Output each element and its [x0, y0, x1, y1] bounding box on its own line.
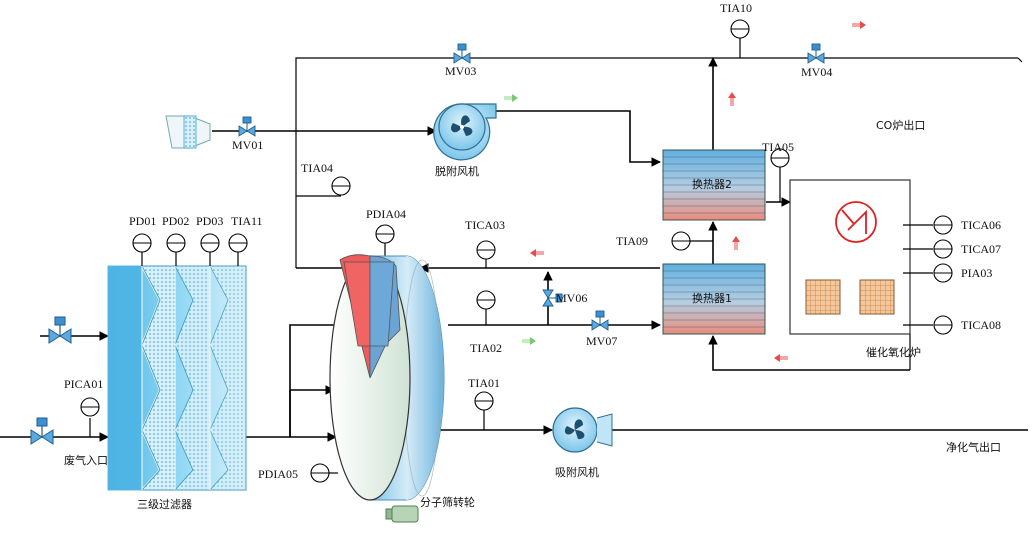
flow-arrow-hot [732, 236, 740, 250]
pd03-instrument[interactable] [200, 233, 220, 253]
adsorption-fan[interactable] [552, 407, 613, 453]
flow-arrow-clean [522, 337, 536, 345]
flow-arrow-hot [728, 92, 736, 106]
tica03-label: TICA03 [465, 218, 505, 232]
adsorption-fan-label: 吸附风机 [555, 465, 599, 479]
heat-exchanger-2[interactable] [662, 149, 766, 221]
tica07-instrument[interactable] [933, 239, 953, 259]
catalyst-bed-icon [805, 279, 841, 315]
tia09-instrument[interactable] [671, 231, 691, 251]
mv07-label: MV07 [586, 334, 617, 348]
pia03-instrument[interactable] [933, 263, 953, 283]
tia02-instrument[interactable] [476, 290, 496, 310]
mv06-label: MV06 [556, 291, 587, 305]
mv03-valve[interactable] [453, 43, 471, 64]
top-bypass-pipe [295, 57, 1018, 268]
pdia04-instrument[interactable] [375, 224, 395, 244]
co-furnace-outlet-label: CO炉出口 [876, 118, 925, 132]
tica06-instrument[interactable] [933, 215, 953, 235]
tia01-label: TIA01 [468, 376, 500, 390]
tia01-instrument[interactable] [474, 391, 494, 411]
fresh-air-filter-icon [165, 115, 211, 149]
tia11-label: TIA11 [231, 214, 263, 228]
flow-arrow-clean [504, 94, 518, 102]
tia04-instrument[interactable] [331, 176, 351, 196]
pdia05-instrument[interactable] [310, 463, 330, 483]
oxidizer-instrument-taps [903, 224, 933, 326]
molecular-sieve-wheel-label: 分子筛转轮 [420, 495, 475, 509]
tia09-label: TIA09 [616, 234, 648, 248]
top-bypass-end [1017, 57, 1023, 63]
tica03-instrument[interactable] [476, 240, 496, 260]
waste-gas-inlet-label: 废气入口 [64, 453, 108, 467]
heat-exchanger-2-label: 换热器2 [692, 177, 732, 191]
pia03-label: PIA03 [961, 266, 992, 280]
three-stage-filter-label: 三级过滤器 [137, 498, 192, 511]
aux-inlet-valve[interactable] [48, 316, 72, 344]
tica06-label: TICA06 [961, 218, 1001, 232]
tia04-label: TIA04 [301, 161, 333, 175]
tia05-label: TIA05 [762, 140, 794, 154]
clean-gas-outlet-label: 净化气出口 [946, 440, 1001, 454]
catalytic-oxidizer[interactable] [789, 179, 911, 335]
pica01-label: PICA01 [64, 377, 103, 391]
mv07-valve[interactable] [591, 310, 609, 331]
pd01-label: PD01 [129, 214, 156, 228]
inlet-valve[interactable] [30, 417, 54, 445]
heat-exchanger-1-label: 换热器1 [692, 291, 732, 305]
three-stage-filter[interactable] [107, 265, 247, 491]
heat-exchanger-1[interactable] [662, 263, 766, 335]
oxidizer-to-hx1-pipe [708, 335, 910, 371]
tica08-label: TICA08 [961, 318, 1001, 332]
pdia05-label: PDIA05 [258, 467, 298, 481]
tia10-instrument[interactable] [730, 19, 750, 39]
mv04-valve[interactable] [807, 43, 825, 64]
tia02-label: TIA02 [470, 341, 502, 355]
mv01-label: MV01 [232, 138, 263, 152]
pd02-label: PD02 [162, 214, 189, 228]
catalytic-oxidizer-label: 催化氧化炉 [866, 345, 921, 359]
wheel-motor [385, 505, 419, 523]
desorption-fan-label: 脱附风机 [435, 164, 479, 178]
mv04-label: MV04 [801, 65, 832, 79]
pica01-instrument[interactable] [80, 397, 100, 417]
desorption-fan[interactable] [433, 103, 497, 161]
molecular-sieve-wheel[interactable] [329, 254, 445, 501]
tica08-instrument[interactable] [933, 315, 953, 335]
flow-arrow-hot [774, 354, 788, 362]
fan-to-hx2-pipe [496, 110, 661, 167]
tia11-instrument[interactable] [228, 233, 248, 253]
pd-instrument-taps [141, 252, 239, 266]
tica07-label: TICA07 [961, 242, 1001, 256]
pdia04-label: PDIA04 [366, 207, 406, 221]
flow-arrow-hot [530, 249, 544, 257]
tia10-label: TIA10 [720, 1, 752, 15]
pd03-label: PD03 [196, 214, 223, 228]
pd01-instrument[interactable] [132, 233, 152, 253]
pd02-instrument[interactable] [166, 233, 186, 253]
mv01-valve[interactable] [238, 116, 256, 137]
catalyst-bed-icon [859, 279, 895, 315]
mv03-label: MV03 [445, 64, 476, 78]
flow-arrow-hot [852, 21, 866, 29]
